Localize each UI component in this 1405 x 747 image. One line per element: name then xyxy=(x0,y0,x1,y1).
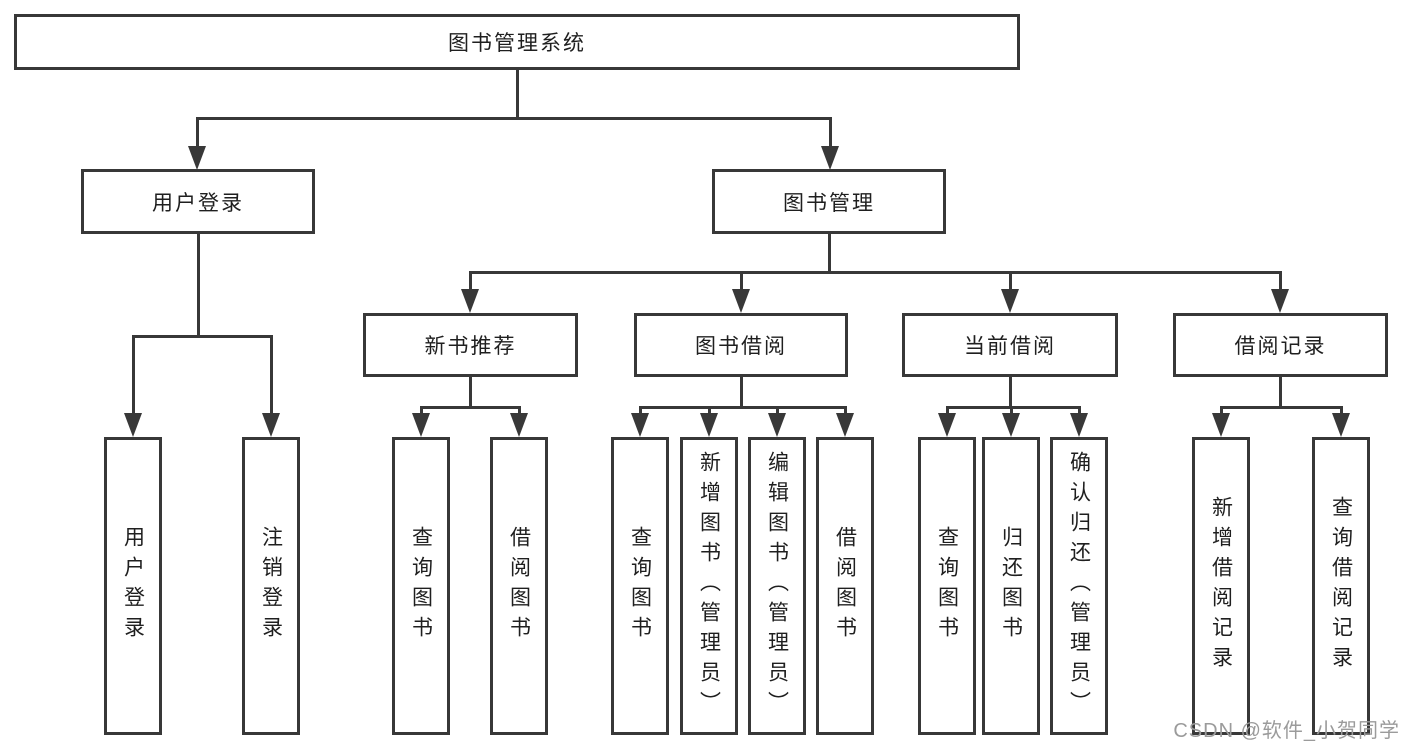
arrowhead-down-icon xyxy=(262,413,280,437)
arrowhead-down-icon xyxy=(461,289,479,313)
node-book-borrowing: 图书借阅 xyxy=(634,313,848,377)
leaf-add-borrow-record-label: 新增借阅记录 xyxy=(1209,496,1234,676)
leaf-borrow-book-2-label: 借阅图书 xyxy=(833,526,858,646)
node-book-management-label: 图书管理 xyxy=(783,190,875,215)
leaf-borrow-book-1-label: 借阅图书 xyxy=(507,526,532,646)
arrowhead-down-icon xyxy=(188,146,206,170)
leaf-edit-book-admin: 编辑图书（管理员） xyxy=(748,437,806,735)
connector-line xyxy=(196,234,200,336)
connector-line xyxy=(517,407,521,416)
connector-line xyxy=(468,270,1282,274)
connector-line xyxy=(707,407,711,416)
leaf-logout: 注销登录 xyxy=(242,437,300,735)
leaf-confirm-return-admin-label: 确认归还（管理员） xyxy=(1067,451,1092,721)
node-borrow-records-label: 借阅记录 xyxy=(1234,334,1327,358)
connector-line xyxy=(1219,405,1343,409)
connector-line xyxy=(827,234,831,272)
node-current-borrowing: 当前借阅 xyxy=(902,313,1118,377)
leaf-user-login: 用户登录 xyxy=(104,437,162,735)
watermark: CSDN @软件_小贺同学 xyxy=(1173,720,1400,742)
leaf-add-borrow-record: 新增借阅记录 xyxy=(1192,437,1250,735)
connector-line xyxy=(1008,377,1012,407)
connector-line xyxy=(638,407,642,416)
arrowhead-down-icon xyxy=(836,413,854,437)
leaf-borrow-book-2: 借阅图书 xyxy=(816,437,874,735)
connector-line xyxy=(945,407,949,416)
arrowhead-down-icon xyxy=(1332,413,1350,437)
connector-line xyxy=(945,405,1081,409)
node-current-borrowing-label: 当前借阅 xyxy=(964,334,1056,358)
arrowhead-down-icon xyxy=(631,413,649,437)
arrowhead-down-icon xyxy=(1001,289,1019,313)
leaf-query-borrow-record-label: 查询借阅记录 xyxy=(1329,496,1354,676)
node-book-borrowing-label: 图书借阅 xyxy=(695,334,787,358)
arrowhead-down-icon xyxy=(1070,413,1088,437)
leaf-query-book-1: 查询图书 xyxy=(392,437,450,735)
connector-line xyxy=(131,334,273,338)
connector-line xyxy=(1278,272,1282,293)
arrowhead-down-icon xyxy=(124,413,142,437)
leaf-add-book-admin-label: 新增图书（管理员） xyxy=(697,451,722,721)
connector-line xyxy=(195,116,832,120)
node-new-book-recommend-label: 新书推荐 xyxy=(424,334,517,358)
arrowhead-down-icon xyxy=(510,413,528,437)
node-root-label: 图书管理系统 xyxy=(448,31,586,55)
connector-line xyxy=(828,118,832,150)
leaf-logout-label: 注销登录 xyxy=(259,526,284,646)
leaf-query-book-3-label: 查询图书 xyxy=(935,526,960,646)
leaf-query-book-2: 查询图书 xyxy=(611,437,669,735)
connector-line xyxy=(419,405,521,409)
connector-line xyxy=(269,336,273,416)
leaf-add-book-admin: 新增图书（管理员） xyxy=(680,437,738,735)
leaf-return-book: 归还图书 xyxy=(982,437,1040,735)
node-borrow-records: 借阅记录 xyxy=(1173,313,1388,377)
arrowhead-down-icon xyxy=(1212,413,1230,437)
node-user-login-label: 用户登录 xyxy=(152,190,244,215)
leaf-query-book-1-label: 查询图书 xyxy=(409,526,434,646)
arrowhead-down-icon xyxy=(1271,289,1289,313)
leaf-query-borrow-record: 查询借阅记录 xyxy=(1312,437,1370,735)
connector-line xyxy=(739,272,743,293)
node-new-book-recommend: 新书推荐 xyxy=(363,313,578,377)
leaf-user-login-label: 用户登录 xyxy=(121,526,146,646)
connector-line xyxy=(1009,407,1013,416)
connector-line xyxy=(515,70,519,118)
leaf-query-book-3: 查询图书 xyxy=(918,437,976,735)
arrowhead-down-icon xyxy=(821,146,839,170)
leaf-query-book-2-label: 查询图书 xyxy=(628,526,653,646)
arrowhead-down-icon xyxy=(412,413,430,437)
connector-line xyxy=(1077,407,1081,416)
arrowhead-down-icon xyxy=(938,413,956,437)
arrowhead-down-icon xyxy=(700,413,718,437)
leaf-borrow-book-1: 借阅图书 xyxy=(490,437,548,735)
leaf-confirm-return-admin: 确认归还（管理员） xyxy=(1050,437,1108,735)
connector-line xyxy=(1219,407,1223,416)
leaf-return-book-label: 归还图书 xyxy=(999,526,1024,646)
node-root: 图书管理系统 xyxy=(14,14,1020,70)
node-book-management: 图书管理 xyxy=(712,169,946,234)
connector-line xyxy=(1339,407,1343,416)
connector-line xyxy=(419,407,423,416)
node-user-login: 用户登录 xyxy=(81,169,315,234)
connector-line xyxy=(195,118,199,150)
connector-line xyxy=(775,407,779,416)
leaf-edit-book-admin-label: 编辑图书（管理员） xyxy=(765,451,790,721)
connector-line xyxy=(468,272,472,293)
arrowhead-down-icon xyxy=(768,413,786,437)
connector-line xyxy=(1278,377,1282,407)
arrowhead-down-icon xyxy=(1002,413,1020,437)
connector-line xyxy=(468,377,472,407)
connector-line xyxy=(843,407,847,416)
connector-line xyxy=(1008,272,1012,293)
connector-line xyxy=(739,377,743,407)
connector-line xyxy=(131,336,135,416)
arrowhead-down-icon xyxy=(732,289,750,313)
connector-line xyxy=(638,405,847,409)
